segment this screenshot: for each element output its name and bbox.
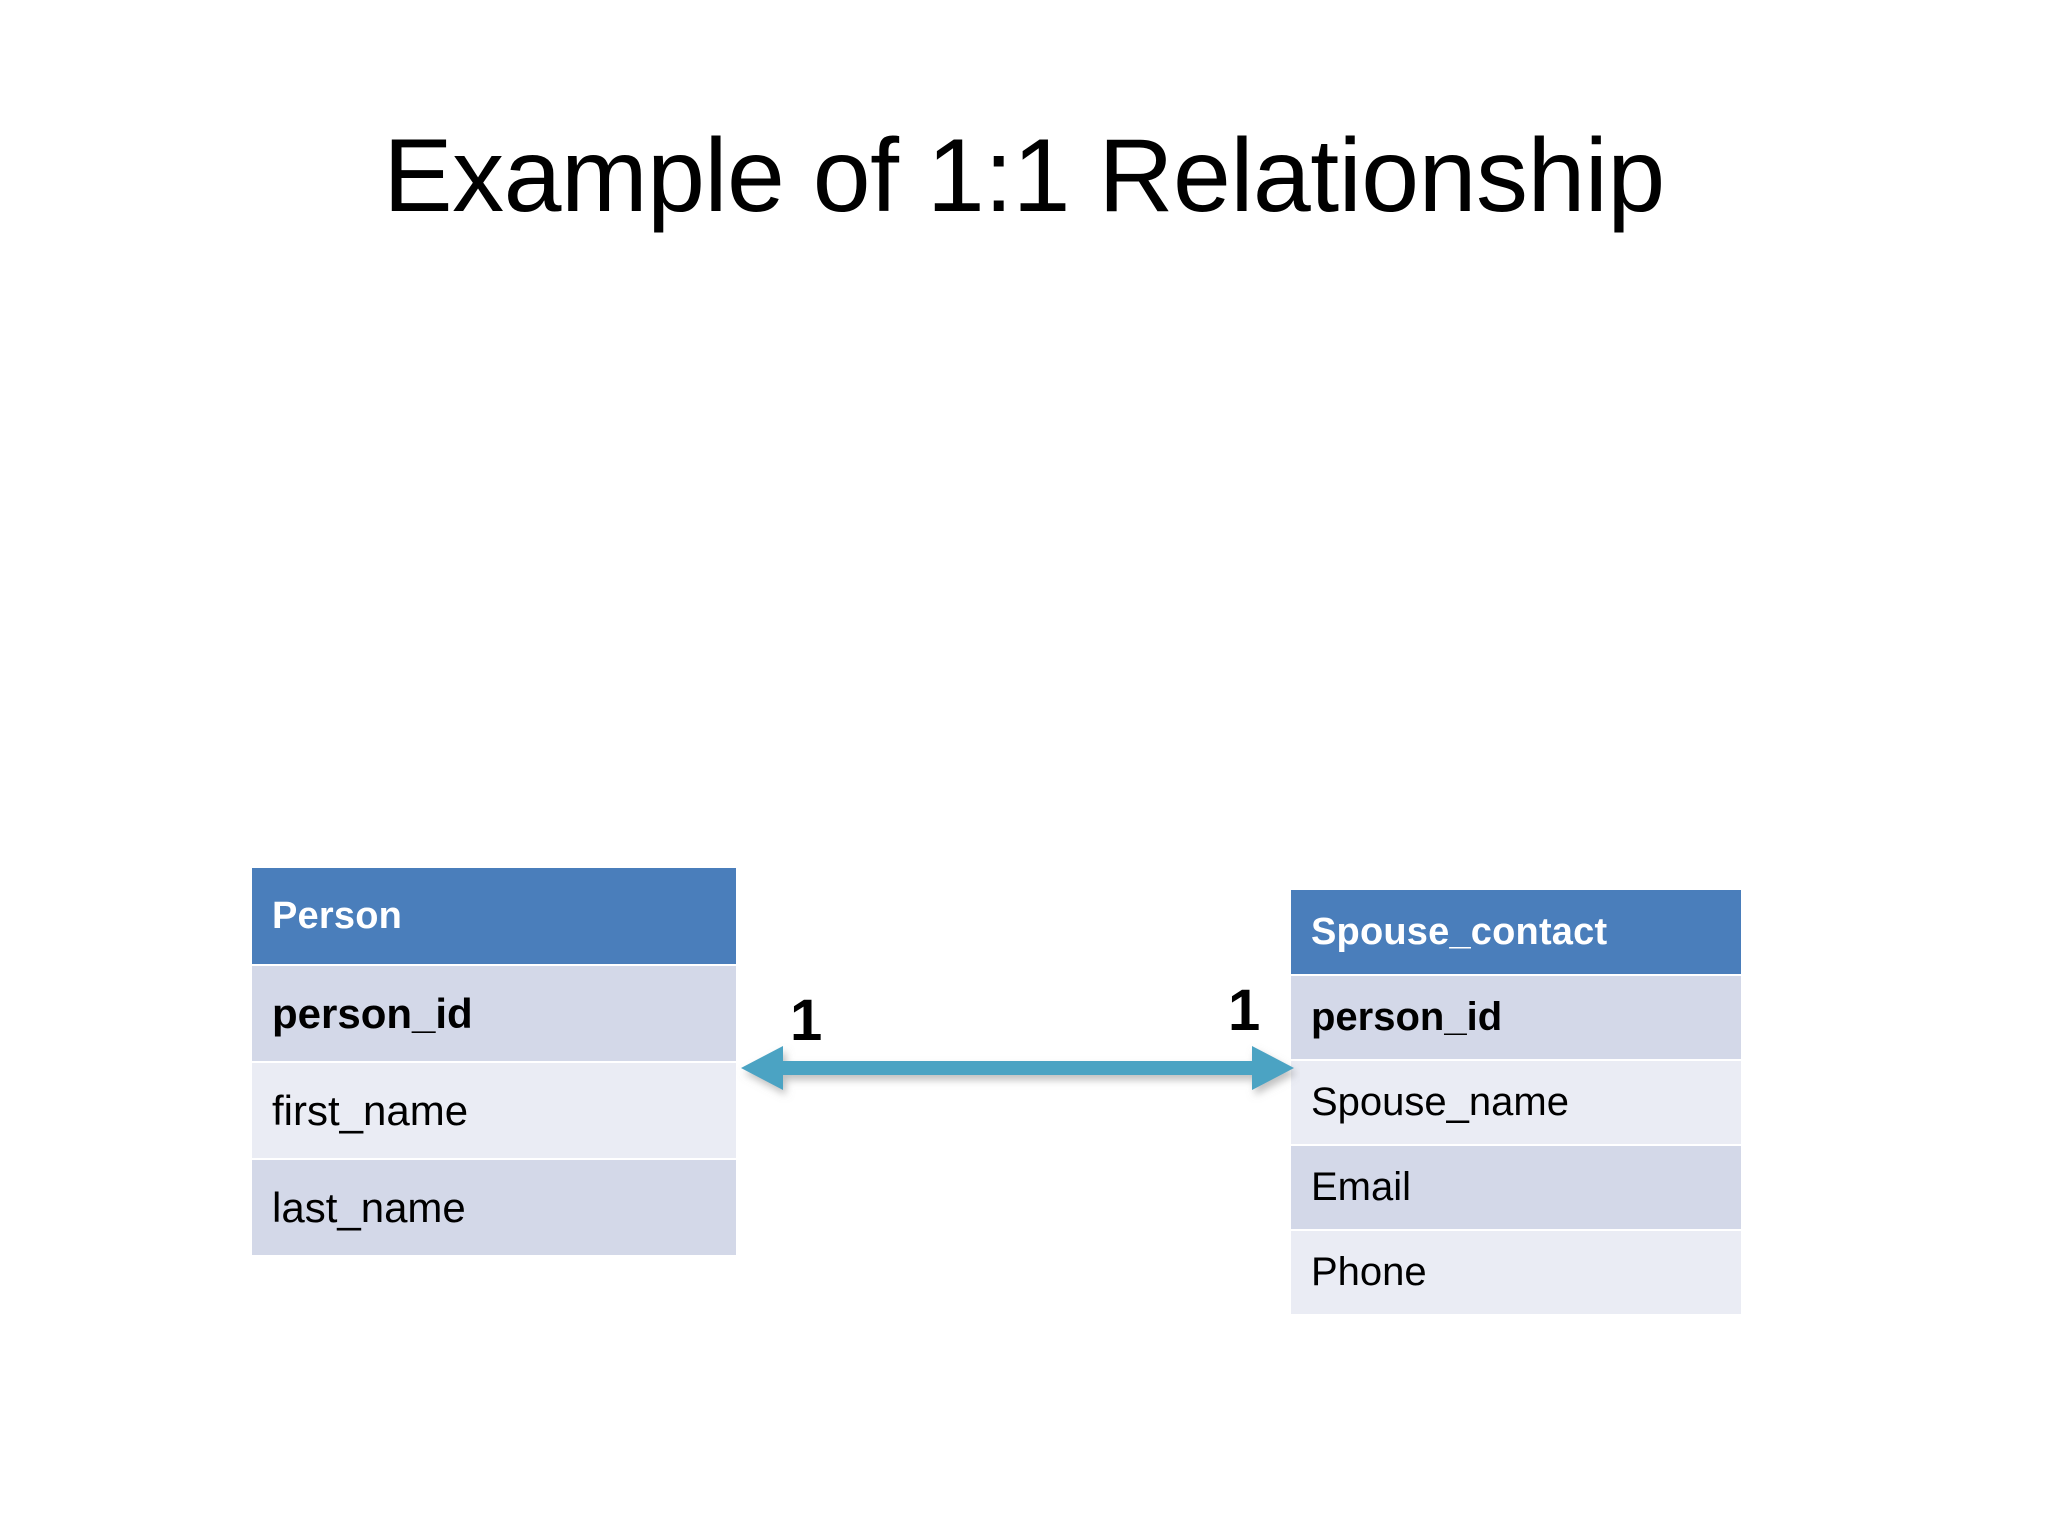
entity-attribute-row: Spouse_name — [1291, 1059, 1741, 1144]
entity-header-person: Person — [252, 868, 736, 964]
entity-table-person[interactable]: Person person_id first_name last_name — [252, 868, 736, 1255]
entity-attribute-row: last_name — [252, 1158, 736, 1255]
entity-attribute-row: Phone — [1291, 1229, 1741, 1314]
relationship-connector[interactable] — [735, 1030, 1300, 1110]
entity-attribute-row: person_id — [1291, 974, 1741, 1059]
double-arrow-icon — [741, 1046, 1294, 1090]
entity-attribute-row: person_id — [252, 964, 736, 1061]
page-title: Example of 1:1 Relationship — [383, 118, 1665, 234]
entity-attribute-row: Email — [1291, 1144, 1741, 1229]
entity-attribute-row: first_name — [252, 1061, 736, 1158]
entity-table-spouse-contact[interactable]: Spouse_contact person_id Spouse_name Ema… — [1291, 890, 1741, 1314]
cardinality-label-left: 1 — [790, 988, 823, 1053]
entity-header-spouse-contact: Spouse_contact — [1291, 890, 1741, 974]
cardinality-label-right: 1 — [1228, 978, 1261, 1043]
